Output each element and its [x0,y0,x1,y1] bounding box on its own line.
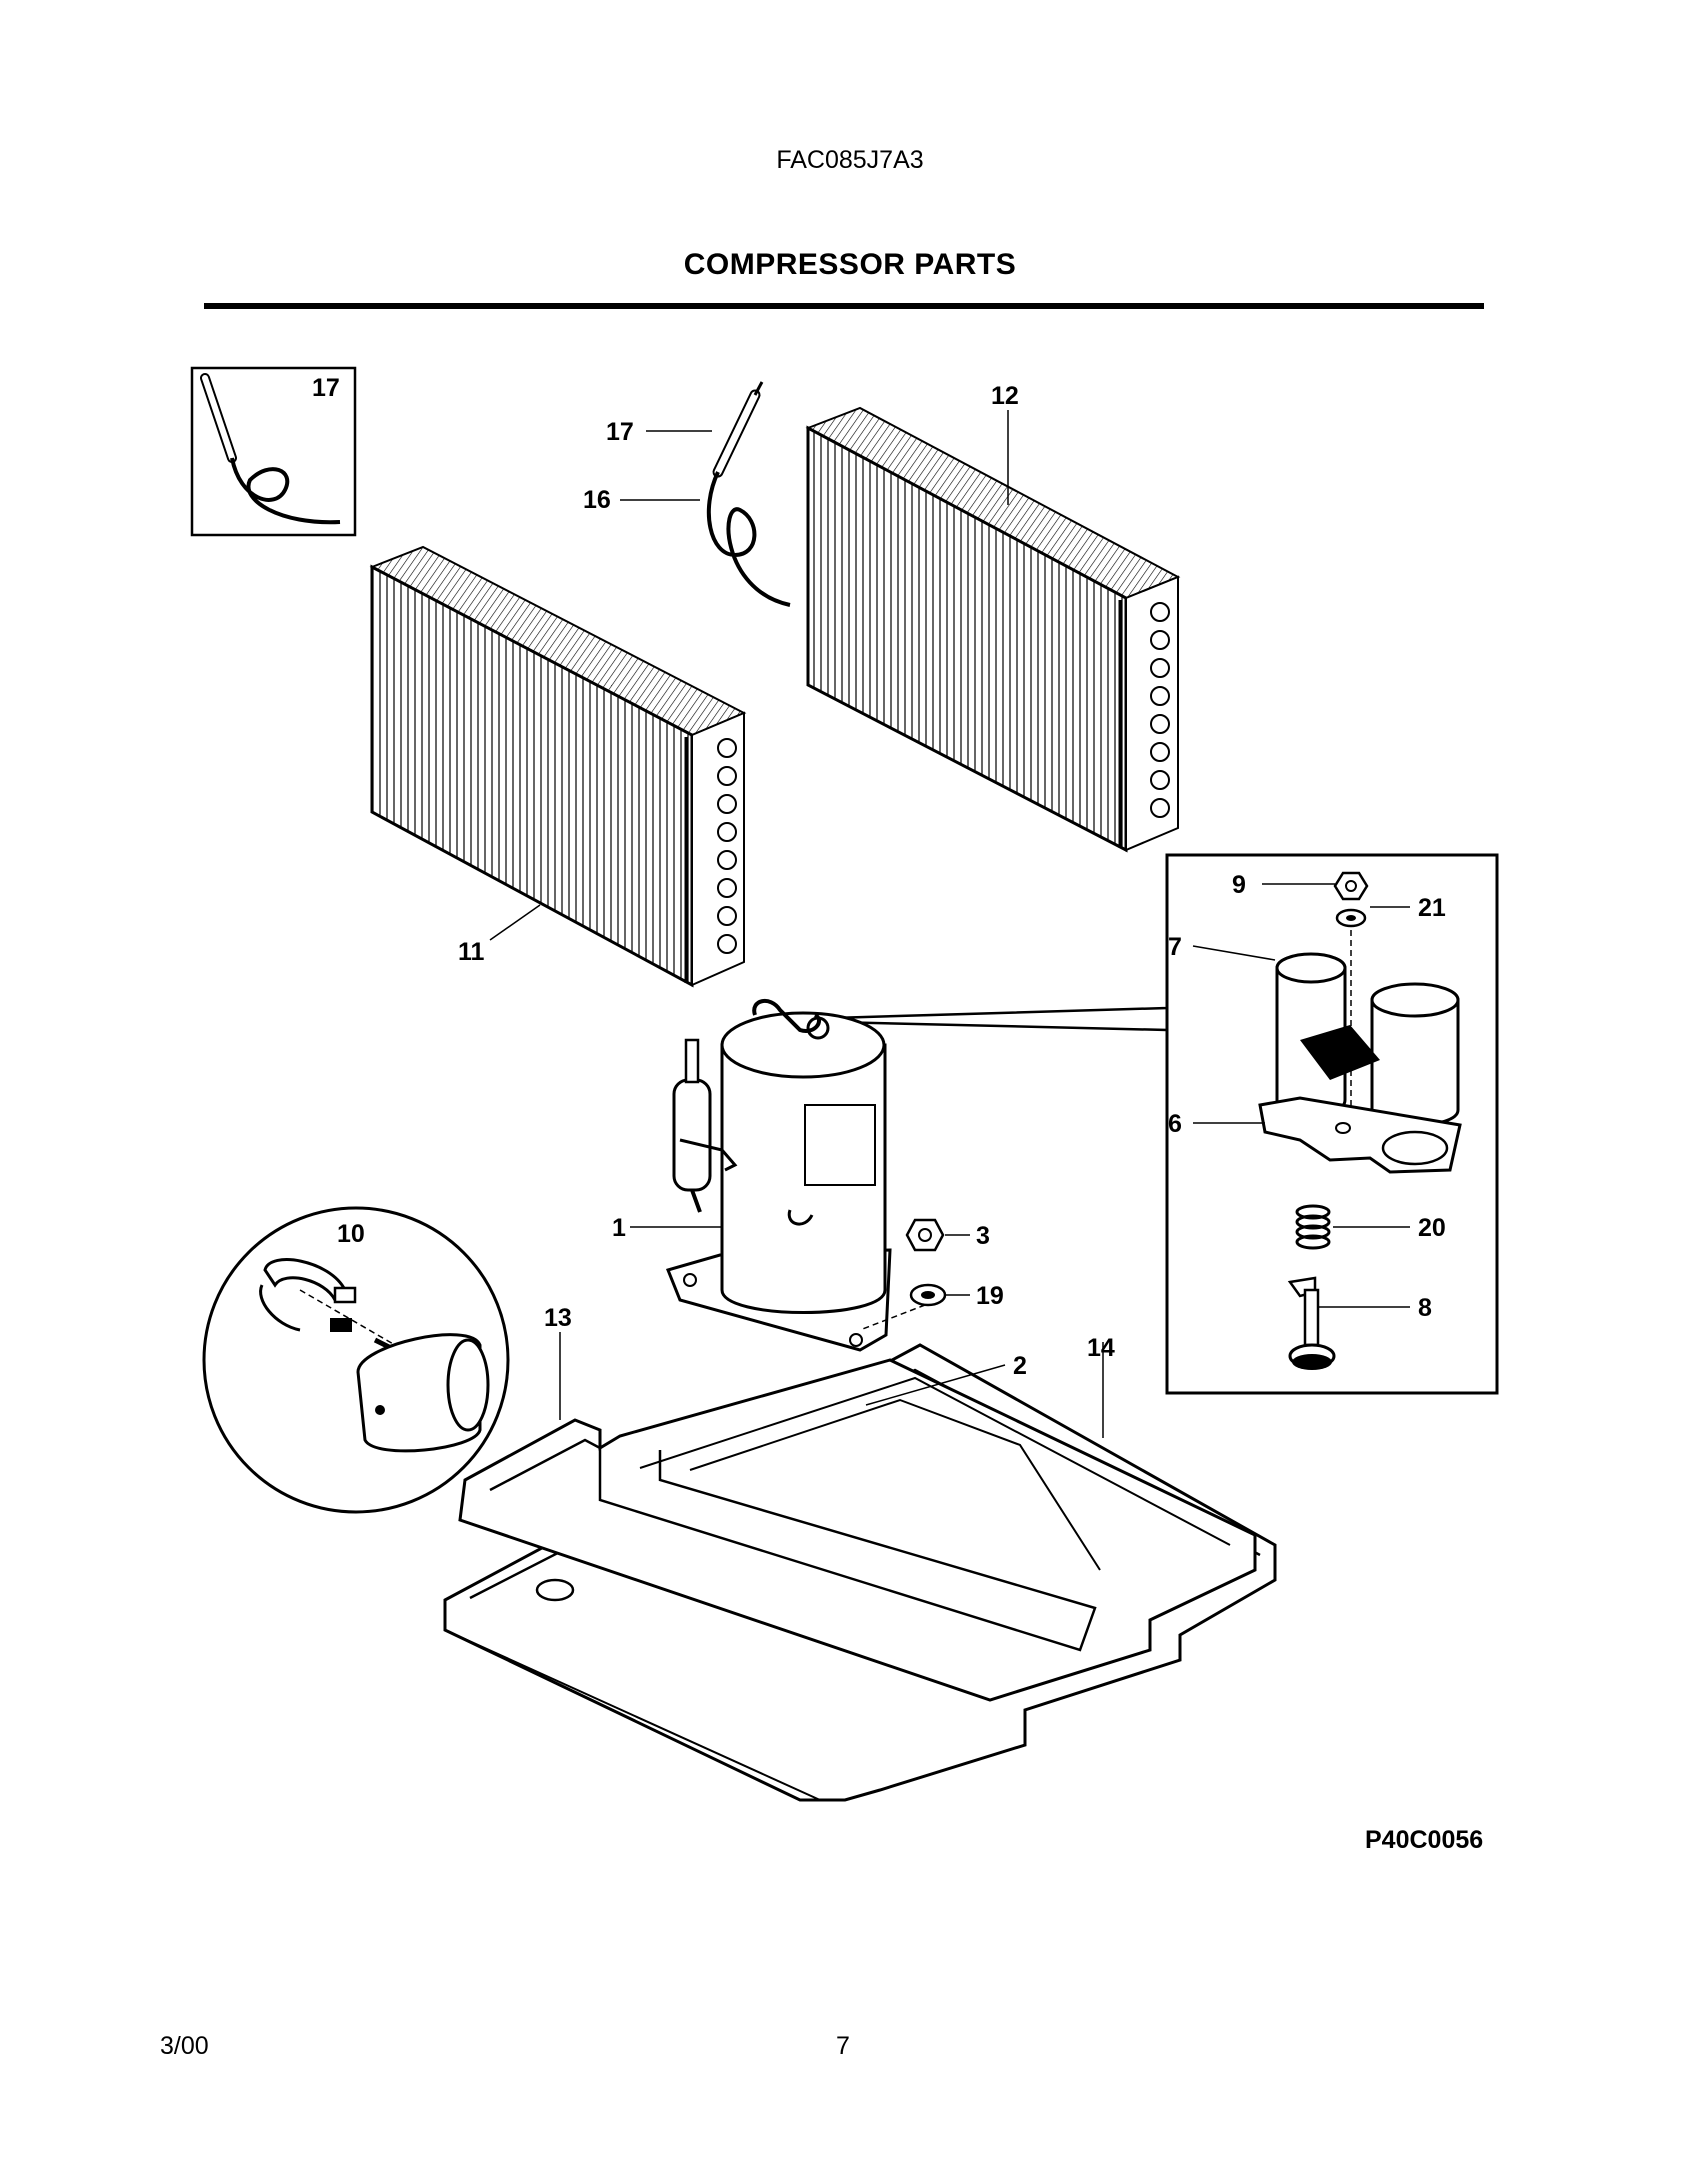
callout-3: 3 [976,1222,990,1250]
model-number: FAC085J7A3 [776,146,924,174]
callout-10: 10 [337,1220,365,1248]
callout-1: 1 [612,1214,626,1242]
sensor-bulb [706,381,791,607]
callout-8: 8 [1418,1294,1432,1322]
page-title: COMPRESSOR PARTS [683,248,1017,281]
coil-11 [369,545,747,988]
inset-capacitor-circle [202,1206,510,1514]
compressor [665,999,892,1352]
leader-lines [489,410,1410,1438]
callout-7: 7 [1168,933,1182,961]
coil-12 [805,406,1181,853]
callout-12: 12 [991,382,1019,410]
inset-overload-box [831,853,1499,1395]
title-rule [204,303,1484,309]
callout-13: 13 [544,1304,572,1332]
callout-21: 21 [1418,894,1446,922]
drain-tray [458,1358,1257,1702]
callout-16: 16 [583,486,611,514]
callout-17: 17 [606,418,634,446]
inset-sensor-box [190,366,357,537]
callout-14: 14 [1087,1334,1115,1362]
revision-date: 3/00 [160,2032,209,2060]
callout-17-inset: 17 [312,374,340,402]
callout-2: 2 [1013,1352,1027,1380]
callouts: 17 17 16 12 11 9 21 7 6 20 8 10 1 3 19 2… [312,374,1446,1380]
page-number: 7 [836,2032,850,2060]
callout-20: 20 [1418,1214,1446,1242]
callout-9: 9 [1232,871,1246,899]
callout-6: 6 [1168,1110,1182,1138]
callout-19: 19 [976,1282,1004,1310]
callout-11: 11 [458,938,485,966]
diagram-reference-code: P40C0056 [1365,1826,1484,1854]
